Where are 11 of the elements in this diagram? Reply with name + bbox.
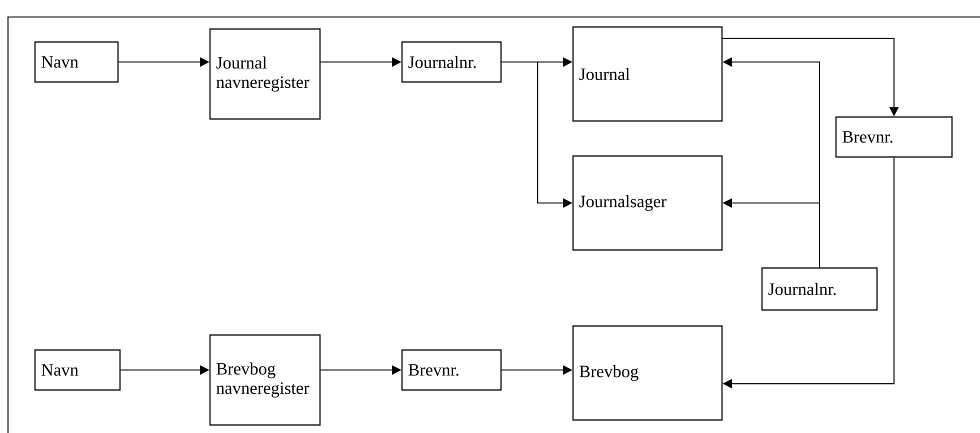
process-box: Journalnr. bbox=[401, 41, 502, 83]
process-box: Brevbog bbox=[572, 325, 723, 421]
process-box: Journal bbox=[572, 26, 723, 122]
process-box: Brevnr. bbox=[835, 116, 953, 158]
process-box: Journalsager bbox=[572, 155, 723, 251]
process-box: Journal navneregister bbox=[209, 28, 321, 120]
process-box: Journalnr. bbox=[761, 267, 878, 311]
process-box: Brevbog navneregister bbox=[209, 334, 321, 426]
process-box: Navn bbox=[34, 41, 119, 83]
process-box: Brevnr. bbox=[401, 349, 502, 391]
process-box: Navn bbox=[34, 349, 121, 391]
